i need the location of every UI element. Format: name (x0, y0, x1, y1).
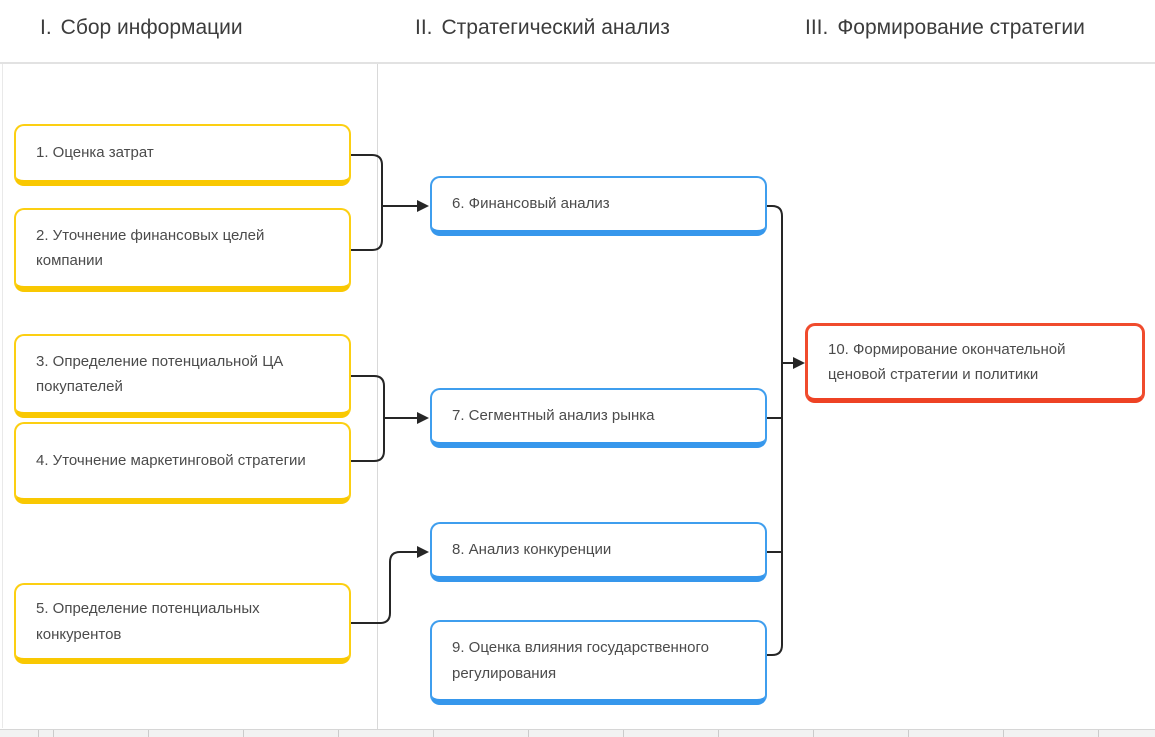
node-label: 8. Анализ конкуренции (452, 541, 612, 559)
node-define-target-audience[interactable]: 3. Определение потенциальной ЦА покупате… (14, 334, 351, 418)
lane-numeral: II. (415, 16, 433, 39)
node-label: 4. Уточнение маркетинговой стратегии (36, 452, 306, 470)
header-underline (0, 62, 1155, 64)
lane-divider (377, 64, 378, 729)
connector-5-to-8 (351, 546, 429, 624)
node-define-potential-competitors[interactable]: 5. Определение потенциальных конкурентов (14, 583, 351, 664)
lane-title-collect-info: I. Сбор информации (40, 16, 243, 40)
canvas-left-edge (2, 64, 3, 728)
connector-1-2-to-6 (351, 154, 429, 251)
node-label: 5. Определение потенциальных конкурентов (36, 600, 260, 643)
lane-title-text: Стратегический анализ (441, 16, 670, 39)
node-label: 10. Формирование окончательной ценовой с… (828, 340, 1066, 384)
lane-numeral: I. (40, 16, 52, 39)
lane-title-text: Формирование стратегии (837, 16, 1085, 39)
node-segment-market-analysis[interactable]: 7. Сегментный анализ рынка (430, 388, 767, 448)
node-estimate-costs[interactable]: 1. Оценка затрат (14, 124, 351, 186)
node-label: 1. Оценка затрат (36, 144, 154, 162)
lane-title-strategic-analysis: II. Стратегический анализ (415, 16, 670, 40)
node-label: 2. Уточнение финансовых целей компании (36, 226, 265, 270)
node-label: 9. Оценка влияния государственного регул… (452, 639, 709, 682)
node-government-regulation-impact[interactable]: 9. Оценка влияния государственного регул… (430, 620, 767, 705)
bottom-edge-strip (0, 729, 1155, 737)
node-clarify-financial-goals[interactable]: 2. Уточнение финансовых целей компании (14, 208, 351, 292)
node-financial-analysis[interactable]: 6. Финансовый анализ (430, 176, 767, 236)
node-label: 7. Сегментный анализ рынка (452, 407, 655, 425)
node-label: 6. Финансовый анализ (452, 195, 610, 213)
lane-title-text: Сбор информации (60, 16, 243, 39)
node-clarify-marketing-strategy[interactable]: 4. Уточнение маркетинговой стратегии (14, 422, 351, 504)
node-label: 3. Определение потенциальной ЦА покупате… (36, 352, 284, 396)
connector-3-4-to-7 (351, 375, 429, 462)
lane-numeral: III. (805, 16, 829, 39)
connector-6-7-8-9-to-10 (767, 205, 805, 656)
lane-title-strategy-formation: III. Формирование стратегии (805, 16, 1085, 40)
node-competition-analysis[interactable]: 8. Анализ конкуренции (430, 522, 767, 582)
node-final-pricing-strategy[interactable]: 10. Формирование окончательной ценовой с… (805, 323, 1145, 403)
